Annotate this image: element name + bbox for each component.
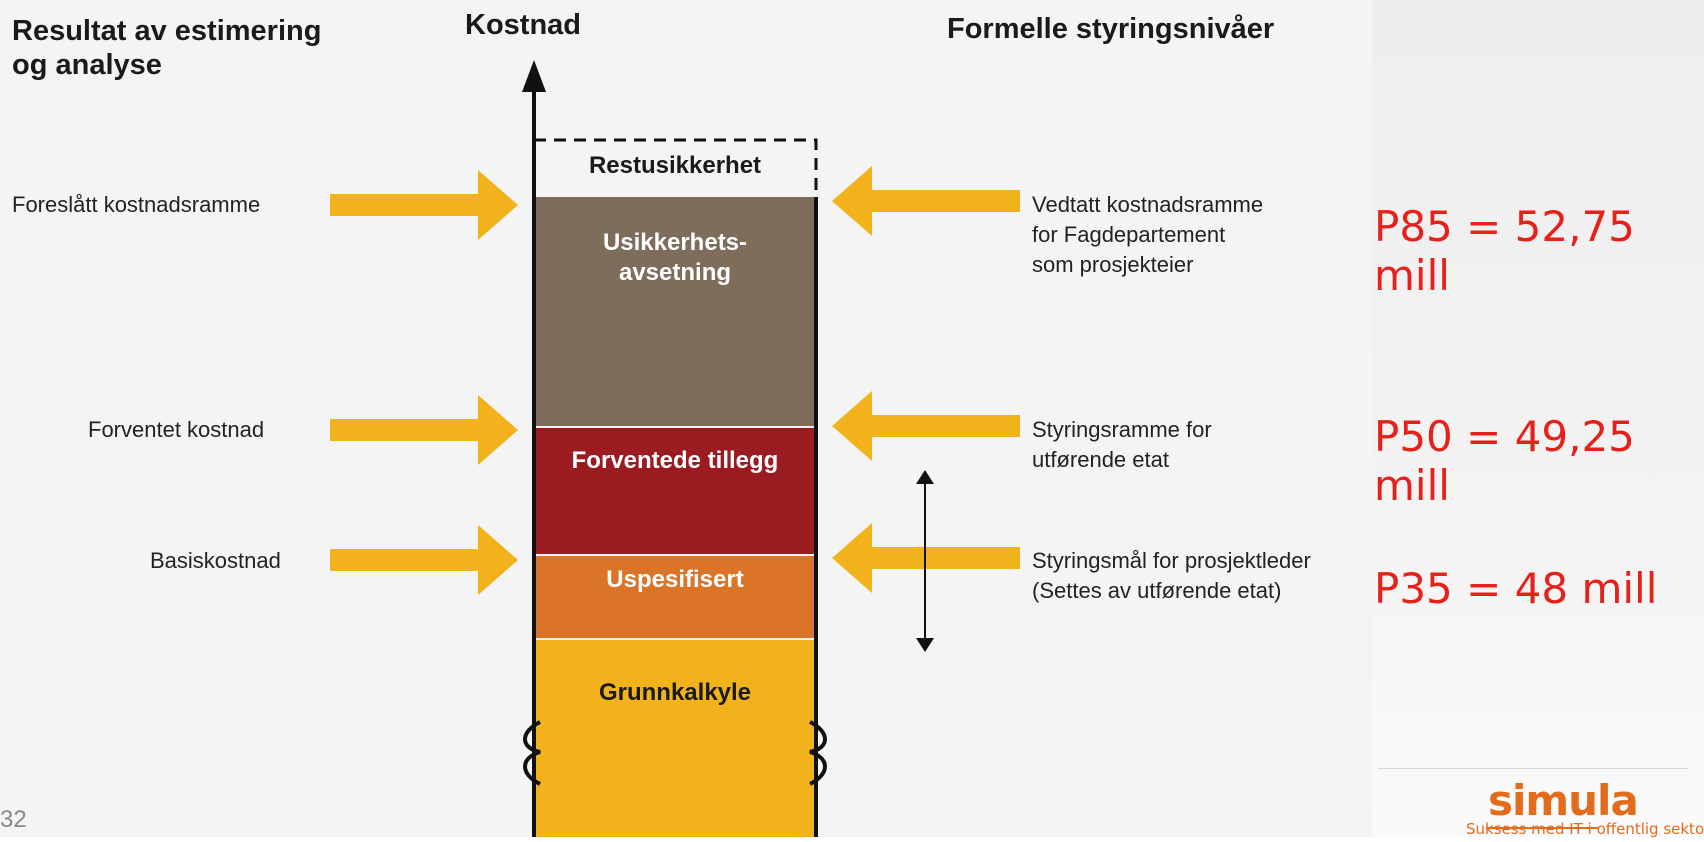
percentile-p35: P35 = 48 mill	[1374, 564, 1658, 613]
percentile-p85: P85 = 52,75 mill	[1374, 202, 1635, 300]
percentile-p50: P50 = 49,25 mill	[1374, 412, 1635, 510]
simula-logo: simula	[1488, 776, 1639, 825]
slide-number: 32	[0, 806, 27, 833]
block-label-restusikkerhet: Restusikkerhet	[588, 152, 762, 179]
heading-center: Kostnad	[465, 9, 581, 41]
logo-underline	[1486, 827, 1598, 829]
heading-left: Resultat av estimering og analyse	[12, 15, 322, 81]
logo-tagline: Suksess med IT i offentlig sektor	[1466, 820, 1704, 838]
footer-divider	[1378, 768, 1688, 769]
label-steering-goal: Styringsmål for prosjektleder (Settes av…	[1032, 548, 1311, 603]
block-label-uspesifisert: Uspesifisert	[606, 566, 744, 593]
right-panel	[1372, 0, 1704, 837]
label-approved-frame: Vedtatt kostnadsramme for Fagdepartement…	[1032, 192, 1264, 277]
block-forventede	[534, 427, 816, 555]
label-steering-frame: Styringsramme for utførende etat	[1032, 417, 1212, 472]
label-base-cost: Basiskostnad	[150, 548, 281, 573]
block-restusikkerhet-outline	[534, 138, 818, 197]
heading-right: Formelle styringsnivåer	[947, 13, 1275, 45]
arrow-left-icon	[832, 523, 1020, 593]
block-grunnkalkyle	[534, 639, 816, 837]
block-usikkerhet	[534, 197, 816, 427]
arrow-right-icon	[330, 525, 518, 595]
arrow-left-icon	[832, 391, 1020, 461]
break-mark-left-icon	[523, 720, 541, 786]
block-label-usikkerhet: Usikkerhets- avsetning	[602, 229, 748, 286]
cost-diagram: Resultat av estimering og analyse Kostna…	[0, 0, 1372, 837]
label-proposed-frame: Foreslått kostnadsramme	[12, 192, 261, 217]
cost-diagram-graphic	[330, 60, 1020, 837]
arrow-left-icon	[832, 166, 1020, 236]
block-label-forventede: Forventede tillegg	[571, 447, 779, 474]
label-expected-cost: Forventet kostnad	[88, 417, 265, 442]
break-mark-right-icon	[809, 720, 827, 786]
block-label-grunnkalkyle: Grunnkalkyle	[598, 679, 752, 706]
arrow-right-icon	[330, 170, 518, 240]
block-uspesifisert	[534, 555, 816, 639]
double-arrow-icon	[916, 470, 934, 652]
arrow-right-icon	[330, 395, 518, 465]
cost-axis-arrowhead-icon	[522, 60, 546, 92]
